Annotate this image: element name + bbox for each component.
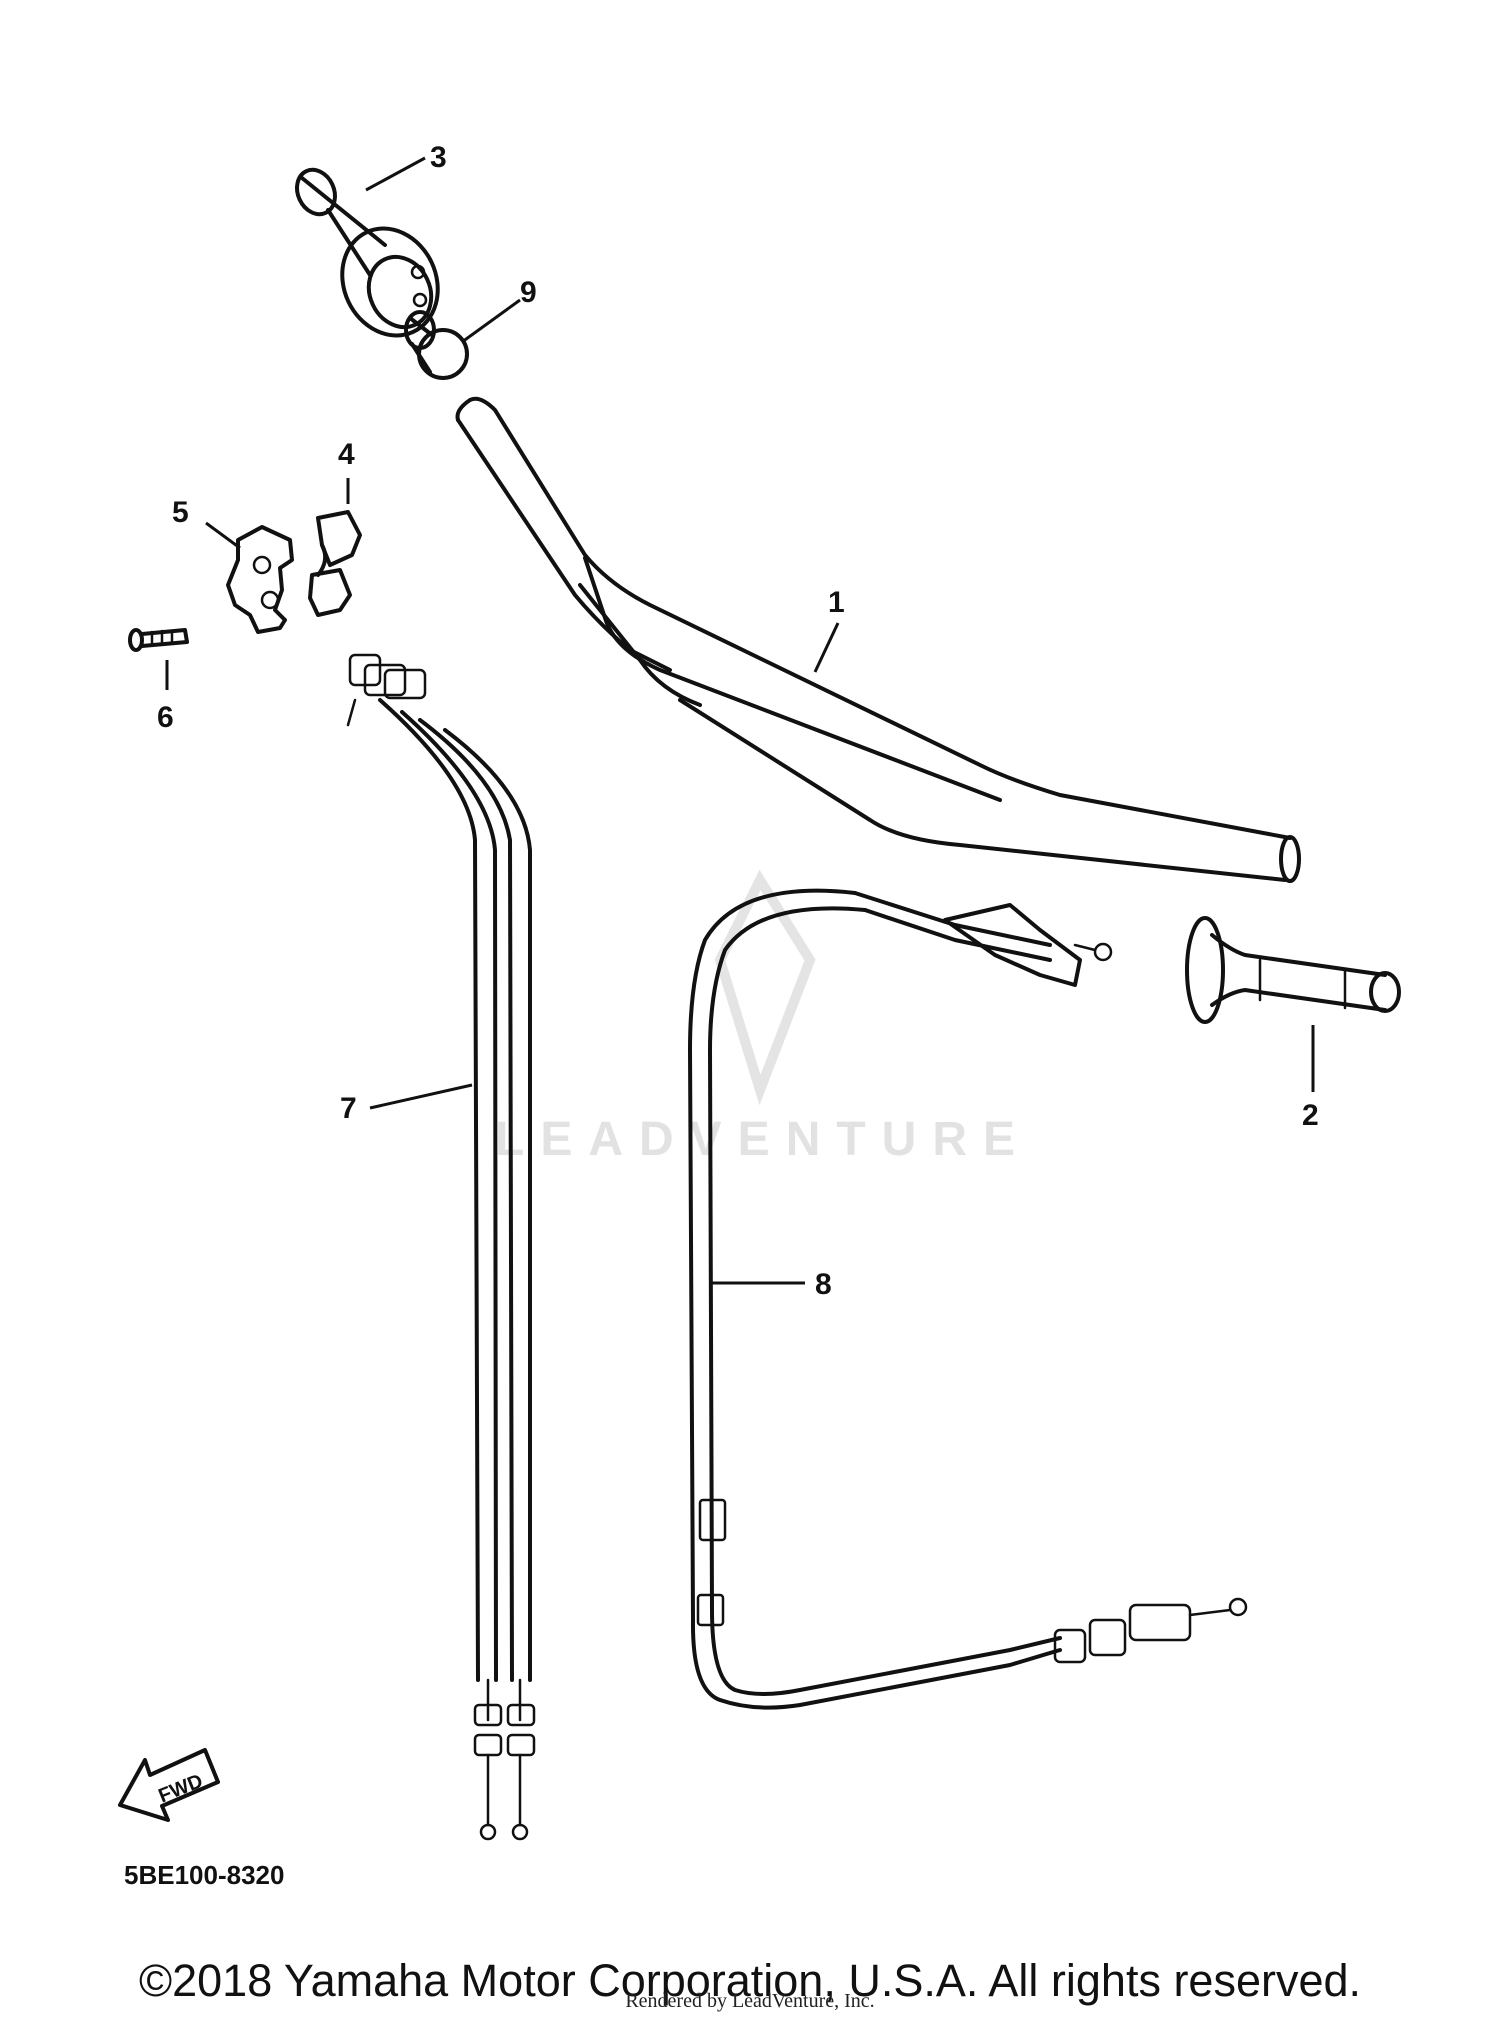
throttle-grip[interactable] <box>290 164 455 352</box>
holder-bolt[interactable] <box>128 628 189 652</box>
grip-collar[interactable] <box>404 310 469 380</box>
throttle-cables[interactable] <box>346 653 536 1841</box>
handlebar[interactable] <box>455 396 1301 883</box>
callout-6: 6 <box>157 701 174 734</box>
rendered-by-credit: Rendered by LeadVenture, Inc. <box>625 1990 875 2012</box>
callout-2: 2 <box>1302 1099 1319 1132</box>
callouts: 1 2 3 4 5 6 7 8 9 <box>157 141 1319 1301</box>
handlebar-holder[interactable] <box>308 510 362 617</box>
fwd-arrow-icon <box>118 1748 220 1822</box>
callout-5: 5 <box>172 496 189 529</box>
right-grip[interactable] <box>1185 916 1401 1024</box>
callout-7: 7 <box>340 1092 357 1125</box>
forward-direction-arrow: FWD <box>118 1748 220 1822</box>
callout-8: 8 <box>815 1268 832 1301</box>
copyright-notice: ©2018 Yamaha Motor Corporation, U.S.A. A… <box>138 1955 1362 2006</box>
leader-lines <box>165 156 1315 1285</box>
watermark: LEADVENTURE <box>495 869 1031 1166</box>
callout-4: 4 <box>338 438 355 471</box>
clutch-cable[interactable] <box>688 888 1248 1710</box>
callout-1: 1 <box>828 586 845 619</box>
diagram-code: 5BE100-8320 <box>124 1860 285 1890</box>
callout-9: 9 <box>520 276 537 309</box>
upper-handlebar-holder[interactable] <box>226 525 294 634</box>
watermark-logo-icon <box>714 869 816 1106</box>
fwd-label: FWD <box>155 1770 205 1807</box>
callout-3: 3 <box>430 141 447 174</box>
watermark-text: LEADVENTURE <box>495 1113 1031 1166</box>
